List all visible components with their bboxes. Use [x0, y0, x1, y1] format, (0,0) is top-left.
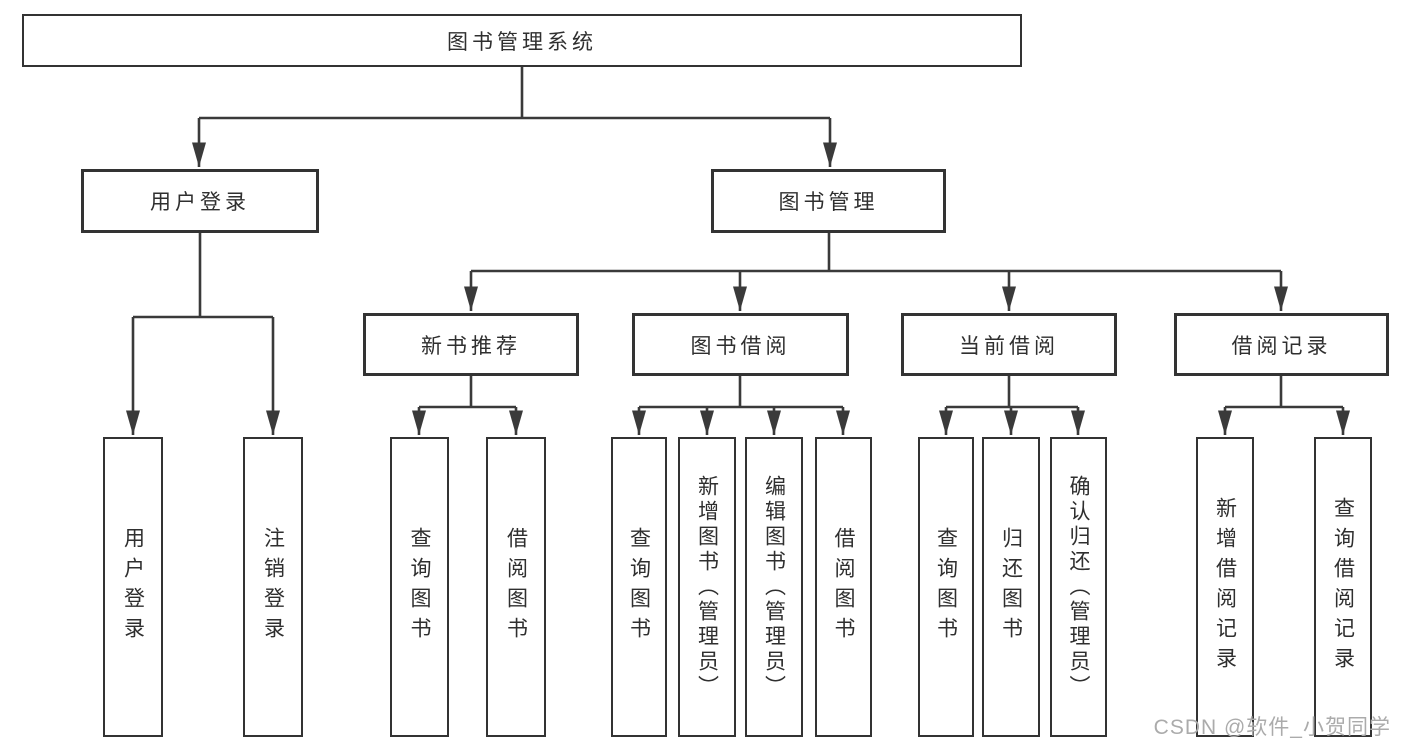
node-label: 图书管理系统	[447, 30, 597, 54]
node-user-login: 用户登录	[81, 169, 319, 233]
node-label: 查询图书	[934, 527, 958, 647]
node-label: 编辑图书（管理员）	[762, 474, 786, 700]
node-label: 图书管理	[778, 191, 879, 214]
leaf-borrow-query-books: 查询图书	[611, 437, 667, 737]
leaf-recommend-query-books: 查询图书	[390, 437, 449, 737]
leaf-records-add-record: 新增借阅记录	[1196, 437, 1254, 737]
leaf-borrow-add-books-admin: 新增图书（管理员）	[678, 437, 736, 737]
node-label: 查询借阅记录	[1331, 497, 1355, 677]
node-book-borrow: 图书借阅	[632, 313, 849, 376]
node-current-borrow: 当前借阅	[901, 313, 1117, 376]
node-label: 当前借阅	[959, 334, 1059, 358]
node-label: 新增借阅记录	[1213, 497, 1237, 677]
node-label: 查询图书	[408, 527, 431, 647]
node-label: 新增图书（管理员）	[695, 474, 719, 700]
leaf-current-query-books: 查询图书	[918, 437, 974, 737]
node-label: 用户登录	[150, 191, 250, 214]
node-book-management: 图书管理	[711, 169, 946, 233]
node-label: 注销登录	[261, 527, 285, 647]
connector-trunks	[133, 67, 1343, 409]
leaf-current-return-books: 归还图书	[982, 437, 1040, 737]
leaf-user-login: 用户登录	[103, 437, 163, 737]
node-label: 查询图书	[627, 527, 651, 647]
node-borrow-records: 借阅记录	[1174, 313, 1389, 376]
node-library-system: 图书管理系统	[22, 14, 1022, 67]
node-label: 新书推荐	[421, 334, 521, 358]
node-label: 借阅图书	[832, 527, 855, 647]
leaf-logout: 注销登录	[243, 437, 303, 737]
node-label: 用户登录	[121, 527, 145, 647]
node-new-book-recommend: 新书推荐	[363, 313, 579, 376]
leaf-recommend-borrow-books: 借阅图书	[486, 437, 546, 737]
node-label: 图书借阅	[690, 334, 791, 358]
leaf-borrow-borrow-books: 借阅图书	[815, 437, 872, 737]
node-label: 借阅图书	[504, 527, 528, 647]
node-label: 归还图书	[999, 527, 1023, 647]
leaf-borrow-edit-books-admin: 编辑图书（管理员）	[745, 437, 803, 737]
node-label: 借阅记录	[1231, 334, 1332, 358]
node-label: 确认归还（管理员）	[1067, 474, 1090, 700]
leaf-records-query-record: 查询借阅记录	[1314, 437, 1372, 737]
leaf-current-confirm-return-admin: 确认归还（管理员）	[1050, 437, 1107, 737]
csdn-watermark: CSDN @软件_小贺同学	[1153, 716, 1391, 739]
